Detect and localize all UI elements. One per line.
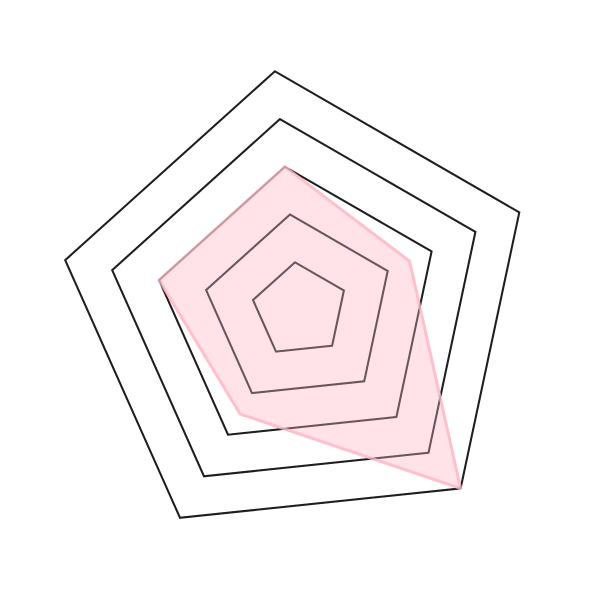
grid-ring-3 — [157, 165, 433, 436]
grid-ring-overlay-2 — [204, 213, 389, 395]
radar-series-group — [157, 165, 463, 490]
grid-ring-2 — [204, 213, 389, 395]
grid-ring-4 — [110, 117, 477, 478]
grid-ring-1 — [251, 261, 346, 353]
series-point-0-1 — [157, 278, 161, 282]
series-area-0 — [157, 165, 463, 490]
grid-ring-5 — [63, 70, 521, 519]
series-point-0-0 — [238, 412, 242, 416]
series-point-0-3 — [408, 259, 412, 263]
grid-ring-overlay-3 — [157, 165, 433, 436]
radar-grid — [63, 70, 521, 519]
grid-ring-overlay-4 — [110, 117, 477, 478]
grid-ring-overlay-5 — [63, 70, 521, 519]
series-point-0-4 — [459, 486, 463, 490]
series-point-0-2 — [283, 165, 287, 169]
grid-ring-overlay-1 — [251, 261, 346, 353]
radar-grid-overlay — [63, 70, 521, 519]
